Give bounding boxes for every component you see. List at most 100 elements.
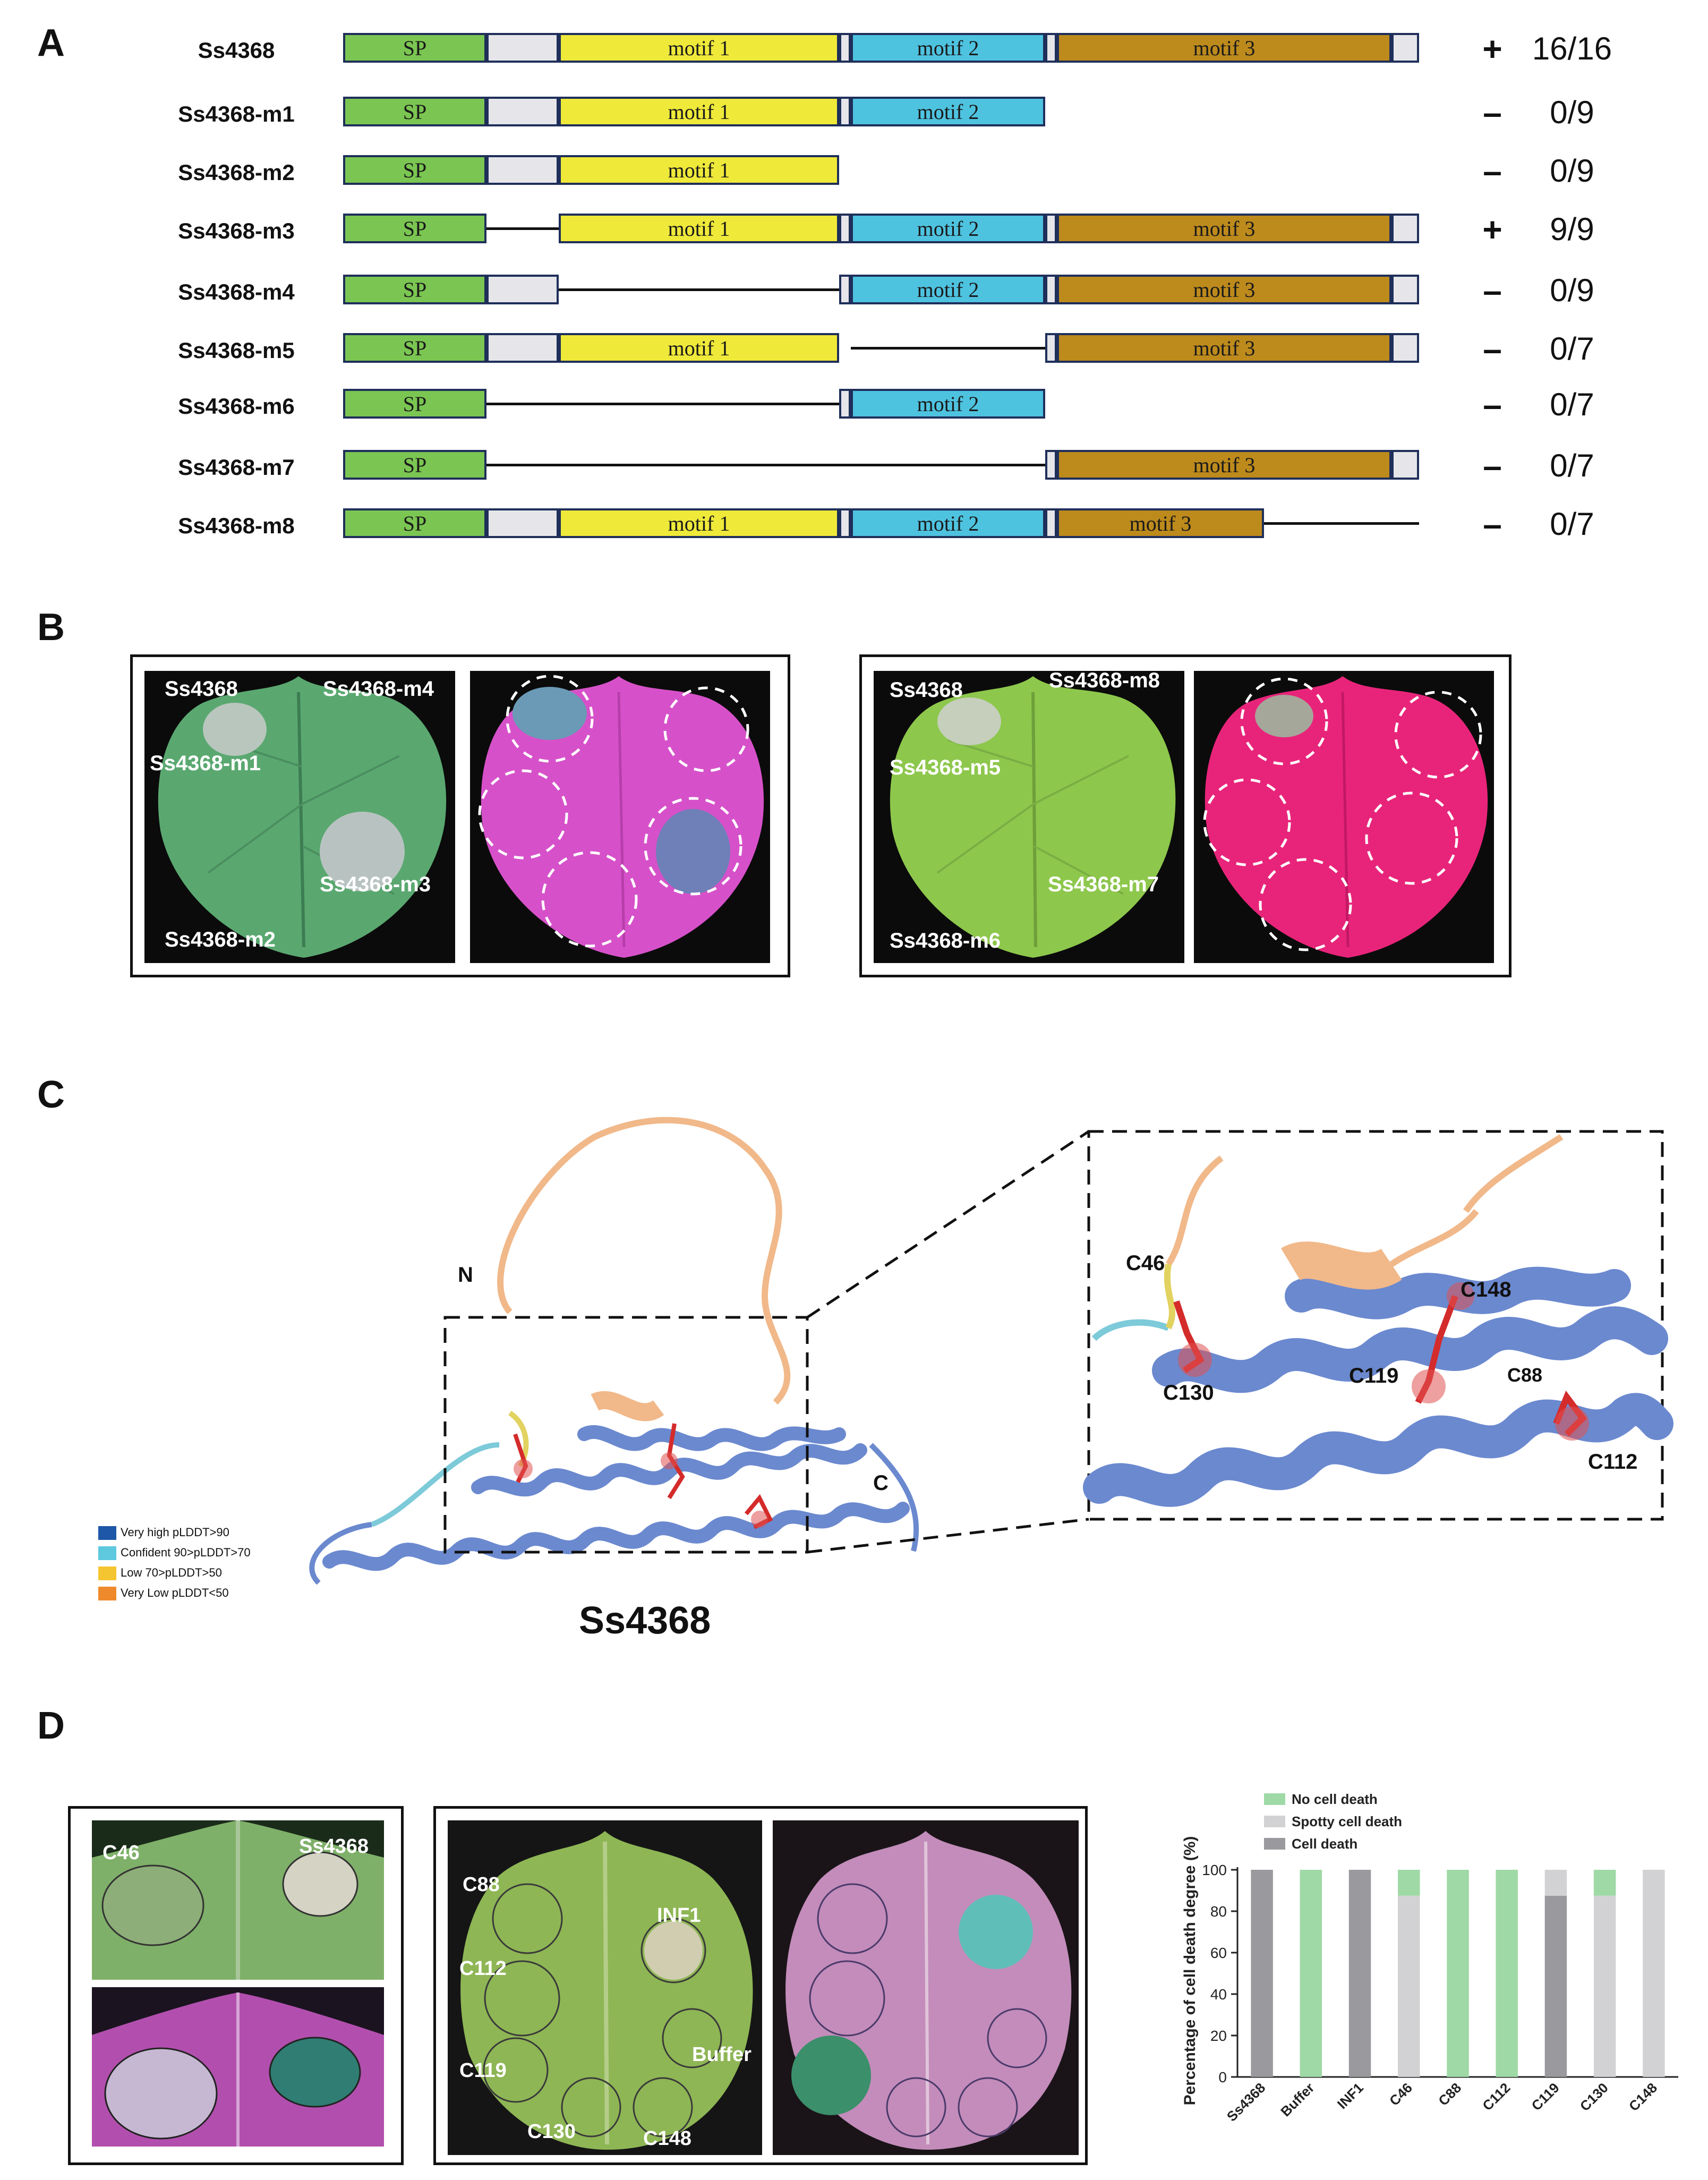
label-ss4368-m1: Ss4368-m1 bbox=[150, 752, 261, 775]
chart-bar-segment bbox=[1398, 1870, 1420, 1896]
chart-y-tick-label: 40 bbox=[1210, 1986, 1227, 2003]
label-d-c119: C119 bbox=[459, 2059, 507, 2082]
domain-sp: SP bbox=[343, 333, 486, 363]
domain-m3: motif 3 bbox=[1057, 333, 1391, 363]
domain-end bbox=[1391, 450, 1419, 480]
chart-y-tick-label: 0 bbox=[1218, 2069, 1227, 2085]
chart-legend-label: No cell death bbox=[1292, 1791, 1378, 1807]
domain-end bbox=[1391, 214, 1419, 243]
panel-letter-a: A bbox=[37, 22, 65, 64]
domain-m1: motif 1 bbox=[559, 155, 839, 185]
domain-sp: SP bbox=[343, 508, 486, 538]
chart-bar-segment bbox=[1496, 1870, 1518, 2077]
chart-legend-label: Cell death bbox=[1292, 1836, 1357, 1852]
legend-swatch bbox=[98, 1526, 116, 1540]
domain-end bbox=[1391, 33, 1419, 63]
panel-d-big-box: C88 INF1 C112 Buffer C119 C130 C148 bbox=[433, 1806, 1088, 2165]
leaf-photo-bright-2: Ss4368 Ss4368-m8 Ss4368-m5 Ss4368-m7 Ss4… bbox=[874, 671, 1184, 963]
domain-m2: motif 2 bbox=[851, 214, 1045, 243]
domain-sp: SP bbox=[343, 155, 486, 185]
domain-gap bbox=[486, 333, 559, 363]
domain-end bbox=[1391, 275, 1419, 304]
domain-gap bbox=[486, 97, 559, 126]
chart-legend-label: Spotty cell death bbox=[1292, 1813, 1402, 1829]
n-terminus-label: N bbox=[458, 1263, 473, 1287]
label-d-c88: C88 bbox=[463, 1874, 500, 1896]
result-sign: – bbox=[1483, 330, 1502, 368]
domain-sp: SP bbox=[343, 450, 486, 480]
domain-gap bbox=[486, 33, 559, 63]
chart-y-axis-label: Percentage of cell death degree (%) bbox=[1181, 1836, 1199, 2106]
domain-m1: motif 1 bbox=[559, 214, 839, 243]
label-d-inf1: INF1 bbox=[657, 1904, 701, 1927]
panel-letter-c: C bbox=[37, 1074, 65, 1116]
legend-criterion: 70>pLDDT>50 bbox=[145, 1566, 222, 1579]
domain-t2 bbox=[1045, 333, 1057, 363]
legend-criterion: 90>pLDDT>70 bbox=[174, 1546, 251, 1559]
label-d-c130: C130 bbox=[527, 2121, 576, 2143]
legend-swatch bbox=[98, 1546, 116, 1561]
chart-legend-swatch bbox=[1264, 1816, 1285, 1827]
result-sign: – bbox=[1483, 271, 1502, 310]
domain-sp: SP bbox=[343, 214, 486, 243]
label-ss4368-b2: Ss4368 bbox=[890, 678, 963, 702]
result-sign: – bbox=[1483, 93, 1502, 132]
label-d-c112: C112 bbox=[459, 1957, 507, 1980]
label-d-ss4368: Ss4368 bbox=[299, 1835, 369, 1858]
result-score: 9/9 bbox=[1550, 211, 1594, 247]
result-score: 16/16 bbox=[1532, 31, 1612, 66]
legend-row: Confident 90>pLDDT>70 bbox=[98, 1545, 251, 1561]
protein-name: Ss4368 bbox=[579, 1599, 711, 1642]
result-score: 0/9 bbox=[1550, 272, 1594, 308]
result-score: 0/7 bbox=[1550, 448, 1594, 483]
chart-bar-segment bbox=[1251, 1870, 1273, 2077]
result-sign: + bbox=[1482, 210, 1502, 249]
c-terminus-label: C bbox=[873, 1471, 889, 1495]
domain-m3: motif 3 bbox=[1057, 275, 1391, 304]
domain-t2 bbox=[1045, 33, 1057, 63]
leaf-photo-uv bbox=[470, 671, 770, 963]
panel-b-right-box: Ss4368 Ss4368-m8 Ss4368-m5 Ss4368-m7 Ss4… bbox=[859, 654, 1511, 977]
domain-m1: motif 1 bbox=[559, 33, 839, 63]
domain-m1: motif 1 bbox=[559, 508, 839, 538]
domain-m2: motif 2 bbox=[851, 389, 1045, 419]
label-ss4368: Ss4368 bbox=[165, 677, 238, 701]
chart-x-tick-label: C130 bbox=[1577, 2080, 1611, 2114]
deletion-linker bbox=[559, 288, 839, 291]
chart-bar-segment bbox=[1398, 1895, 1420, 2077]
domain-m3: motif 3 bbox=[1057, 33, 1391, 63]
deletion-linker bbox=[486, 227, 559, 230]
domain-t2 bbox=[1045, 508, 1057, 538]
domain-t1 bbox=[839, 508, 851, 538]
domain-m3x: motif 3 bbox=[1057, 508, 1264, 538]
construct-name: Ss4368 bbox=[198, 38, 275, 63]
legend-row: Low 70>pLDDT>50 bbox=[98, 1565, 222, 1581]
construct-name: Ss4368-m3 bbox=[178, 218, 295, 243]
domain-sp: SP bbox=[343, 275, 486, 304]
domain-t1 bbox=[839, 275, 851, 304]
legend-row: Very Low pLDDT<50 bbox=[98, 1585, 229, 1601]
chart-bar-segment bbox=[1544, 1895, 1567, 2077]
residue-c130: C130 bbox=[1163, 1381, 1214, 1404]
result-score: 0/7 bbox=[1550, 331, 1594, 367]
result-score: 0/9 bbox=[1550, 153, 1594, 189]
chart-bar-segment bbox=[1348, 1870, 1371, 2077]
residue-c119: C119 bbox=[1349, 1364, 1399, 1387]
domain-sp: SP bbox=[343, 97, 486, 126]
leaf-photo-d2-bright: C88 INF1 C112 Buffer C119 C130 C148 bbox=[448, 1820, 762, 2155]
legend-swatch bbox=[98, 1566, 116, 1581]
chart-y-tick-label: 80 bbox=[1210, 1903, 1227, 1920]
chart-bar-segment bbox=[1300, 1870, 1322, 2077]
protein-structure bbox=[309, 1117, 1673, 1585]
construct-name: Ss4368-m2 bbox=[178, 160, 295, 185]
legend-row: Very high pLDDT>90 bbox=[98, 1525, 229, 1540]
label-d-c148: C148 bbox=[643, 2127, 691, 2150]
panel-b-left-box: Ss4368 Ss4368-m4 Ss4368-m1 Ss4368-m3 Ss4… bbox=[130, 654, 790, 977]
